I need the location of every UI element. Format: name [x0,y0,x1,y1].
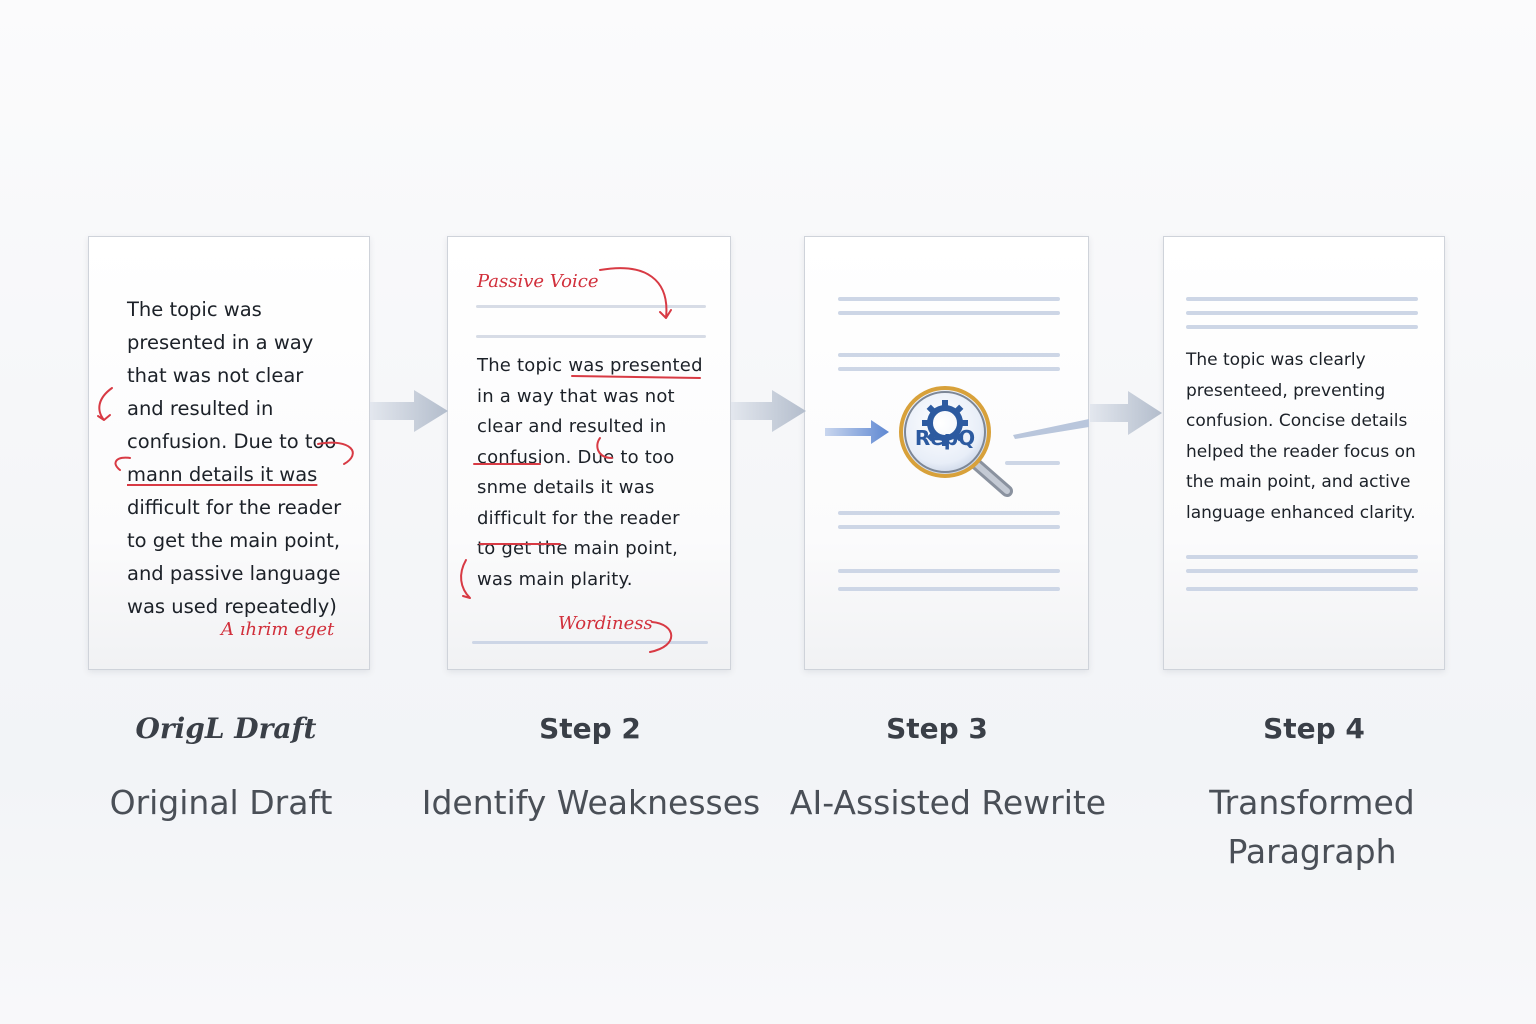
draft-paragraph: The topic was presented in a way that wa… [127,293,341,623]
draft-line: presented in a way [127,331,314,354]
draft-line: mann details it was [127,463,318,486]
text-line-placeholder [1186,569,1418,573]
step-2-title: Identify Weaknesses [421,783,761,822]
logo-text: RepQ [915,426,975,450]
text-line-placeholder [1186,325,1418,329]
text-line-placeholder [1186,311,1418,315]
draft-line: confusion. Due to too [127,430,337,453]
step-4-title: Transformed Paragraph [1142,778,1482,876]
text-line-placeholder [1186,587,1418,591]
weaknesses-paragraph: The topic was presented in a way that wa… [477,351,703,595]
text-line-placeholder [838,587,1060,591]
weakness-line: difficult for the reader [477,507,680,529]
transformed-line: helped the reader focus on [1186,441,1416,462]
text-line-placeholder [838,569,1060,573]
weakness-line: in a way that was not [477,385,675,407]
step-4-label: Step 4 [1263,712,1365,745]
step-3-title: AI-Assisted Rewrite [789,783,1107,822]
original-draft-panel: The topic was presented in a way that wa… [88,236,370,670]
draft-scribble: A ıhrim eget [221,619,335,640]
transformed-panel: The topic was clearly presenteed, preven… [1163,236,1445,670]
step-4-title-line: Transformed [1209,783,1415,822]
magnifier-gear-icon: RepQ [825,386,1089,497]
text-line-placeholder [838,367,1060,371]
arrow-right-icon [370,390,448,432]
text-line-placeholder [1186,297,1418,301]
text-line-placeholder [838,511,1060,515]
transformed-line: The topic was clearly [1186,350,1366,370]
weakness-line: confusion. Due to too [477,446,675,468]
text-line-placeholder [838,297,1060,301]
draft-line: The topic was [127,298,262,321]
passive-voice-annotation: Passive Voice [477,271,599,292]
text-line-placeholder [1005,461,1060,465]
arrow-right-icon [1090,391,1162,435]
transformed-line: the main point, and active [1186,472,1411,492]
text-line-placeholder [838,353,1060,357]
weakness-line: The topic was presented [477,355,703,376]
step-3-label: Step 3 [886,712,988,745]
wordiness-annotation: Wordiness [558,613,653,634]
step-1-title: Original Draft [109,783,333,822]
divider [476,305,706,308]
draft-line: and resulted in [127,397,274,420]
weakness-line: to get the main point, [477,538,679,559]
text-line-placeholder [838,311,1060,315]
draft-line: difficult for the reader [127,496,342,519]
transformed-line: presenteed, preventing [1186,380,1386,401]
draft-line: and passive language [127,562,341,585]
step-4-title-line: Paragraph [1227,832,1397,871]
transformed-line: language enhanced clarity. [1186,502,1416,523]
weakness-line: was main plarity. [477,568,633,590]
arrow-right-icon [731,390,806,432]
transformed-paragraph: The topic was clearly presenteed, preven… [1186,345,1416,528]
step-2-label: Step 2 [539,712,641,745]
divider [472,641,708,644]
rewrite-panel: RepQ [804,236,1089,670]
text-line-placeholder [1186,555,1418,559]
draft-line: that was not clear [127,364,304,387]
step-1-label: OrigL Draft [135,712,317,745]
draft-line: to get the main point, [127,529,341,552]
transformed-line: confusion. Concise details [1186,411,1408,431]
text-line-placeholder [838,525,1060,529]
draft-line: was used repeatedly) [127,595,337,618]
weakness-line: clear and resulted in [477,416,667,437]
divider [476,335,706,338]
weakness-line: snme details it was [477,477,655,498]
weaknesses-panel: Passive Voice The topic was presented in… [447,236,731,670]
